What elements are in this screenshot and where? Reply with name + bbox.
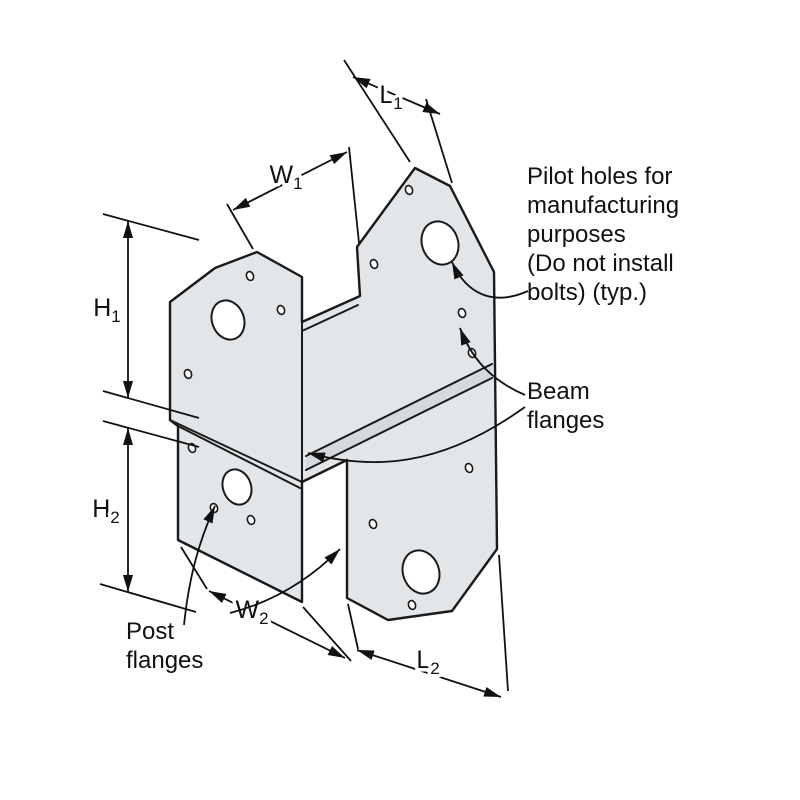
extension-line: [102, 213, 200, 241]
note-line: Pilot holes for: [527, 163, 673, 190]
post-flange-top-edge: [177, 425, 301, 489]
extension-line: [425, 98, 453, 184]
dimension-line: [356, 649, 502, 698]
pilot-hole-low-right: [401, 549, 441, 595]
nail-hole: [183, 368, 193, 380]
note-line: purposes: [527, 221, 626, 248]
post-flanges-leader-arrow-2: [229, 548, 341, 614]
extension-line: [102, 390, 200, 419]
note-line: bolts) (typ.): [527, 279, 648, 306]
nail-hole: [404, 184, 414, 196]
dimension-line: [352, 76, 441, 115]
extension-line: [102, 420, 200, 448]
note-line: (Do not install: [527, 250, 674, 277]
extension-line: [226, 203, 254, 250]
note-line: Beam: [527, 378, 590, 405]
beam-flanges-note: Beam flanges: [527, 377, 604, 435]
leader-arrows: [183, 261, 529, 626]
nail-hole: [464, 462, 474, 474]
web-bend-shading: [306, 364, 492, 470]
pilot-holes-note: Pilot holes for manufacturing purposes (…: [527, 162, 679, 307]
nail-hole: [457, 307, 467, 319]
pilot-hole-top-right: [420, 220, 460, 266]
dimension-label-l1: L1: [379, 81, 402, 113]
extension-line: [99, 583, 197, 613]
dimension-label-w2: W2: [235, 596, 268, 628]
nail-hole: [245, 270, 255, 282]
dimension-h1: H1: [90, 213, 200, 419]
nail-hole: [407, 599, 417, 611]
nail-hole: [246, 514, 256, 526]
dimension-label-w1: W1: [269, 161, 302, 193]
dimension-w1: W1: [226, 146, 360, 250]
dimension-label-l2: L2: [416, 646, 439, 678]
note-line: flanges: [527, 407, 605, 434]
beam-flange-bottom-edge: [169, 419, 303, 483]
holes: [183, 184, 477, 611]
web-diagonal-fold-2: [305, 377, 493, 471]
connector-body: [168, 166, 499, 622]
web-diagonal-fold-1: [305, 363, 493, 457]
extension-line: [498, 554, 509, 692]
pilot-hole-low-left: [221, 468, 253, 506]
extension-line: [302, 606, 352, 662]
web-top-fold: [301, 304, 359, 332]
fold-lines: [169, 304, 493, 489]
post-flanges-leader-arrow-1: [183, 505, 216, 626]
note-line: flanges: [126, 647, 204, 674]
note-line: manufacturing: [527, 192, 680, 219]
extension-line: [348, 146, 360, 244]
extension-line: [347, 603, 359, 650]
note-line: Post: [126, 618, 175, 645]
dimension-h2: H2: [89, 420, 200, 613]
dimension-line: [208, 590, 346, 659]
dimension-l2: L2: [347, 554, 509, 698]
dimension-l1: L1: [343, 59, 453, 184]
post-flanges-note: Post flanges: [126, 617, 203, 675]
dimension-line: [232, 151, 348, 211]
nail-hole: [368, 518, 378, 530]
pilot-holes-leader-arrow: [451, 261, 529, 299]
beam-flanges-leader-arrow-1: [459, 327, 526, 396]
dimension-label-h2: H2: [92, 495, 120, 527]
pilot-hole-mid-left: [210, 299, 246, 341]
beam-flanges-leader-arrow-2: [307, 406, 526, 464]
nail-hole: [276, 304, 286, 316]
nail-hole: [369, 258, 379, 270]
dimension-label-h1: H1: [93, 294, 121, 326]
